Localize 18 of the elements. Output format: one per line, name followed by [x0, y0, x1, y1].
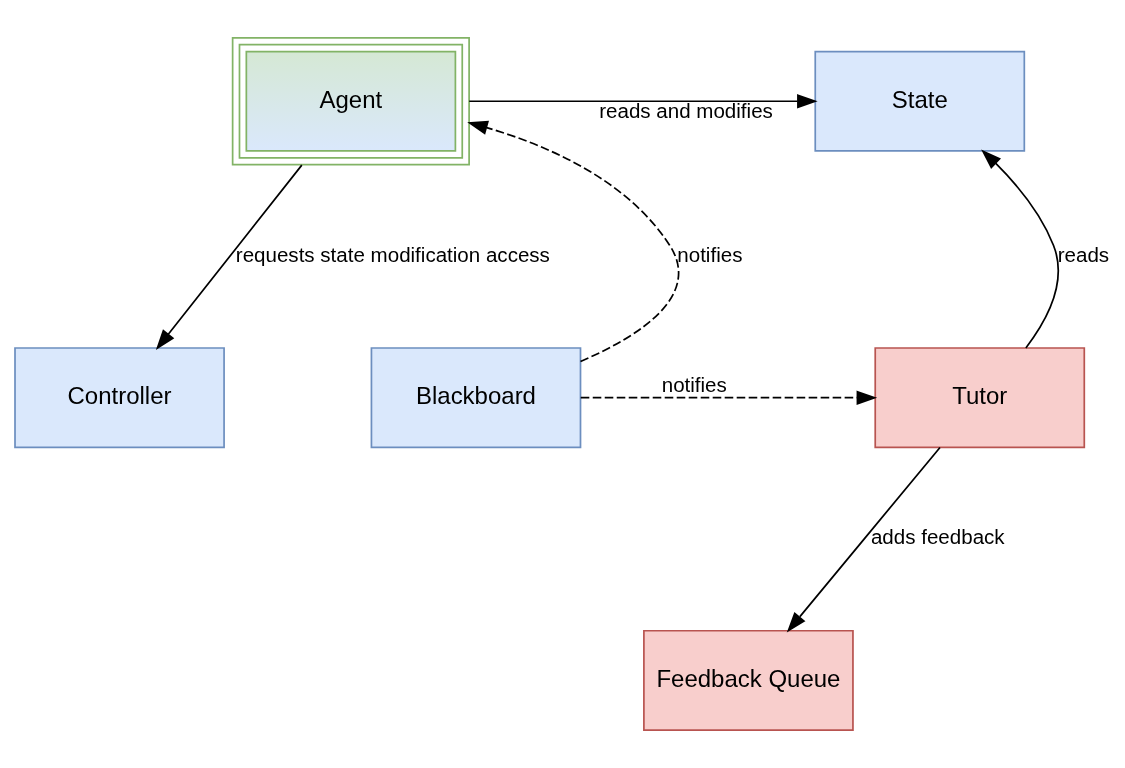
edge-label: notifies — [677, 242, 743, 266]
edge-label: reads and modifies — [599, 98, 773, 122]
node-box: Feedback Queue — [643, 629, 854, 731]
edge-label: notifies — [661, 372, 727, 396]
edge-label: requests state modification access — [235, 242, 550, 266]
node-box: State — [814, 50, 1026, 152]
arrow — [981, 149, 1059, 349]
node-box: Tutor — [874, 347, 1086, 449]
arrow — [786, 446, 941, 633]
node-box: Blackboard — [370, 347, 582, 449]
arrow — [155, 164, 303, 350]
edge-label: adds feedback — [870, 525, 1005, 549]
arrow — [579, 390, 878, 405]
arrow — [467, 120, 680, 363]
arrow — [468, 94, 818, 109]
edge-label: reads — [1057, 242, 1110, 266]
node-box: Agent — [231, 37, 470, 166]
node-box: Controller — [14, 347, 225, 449]
